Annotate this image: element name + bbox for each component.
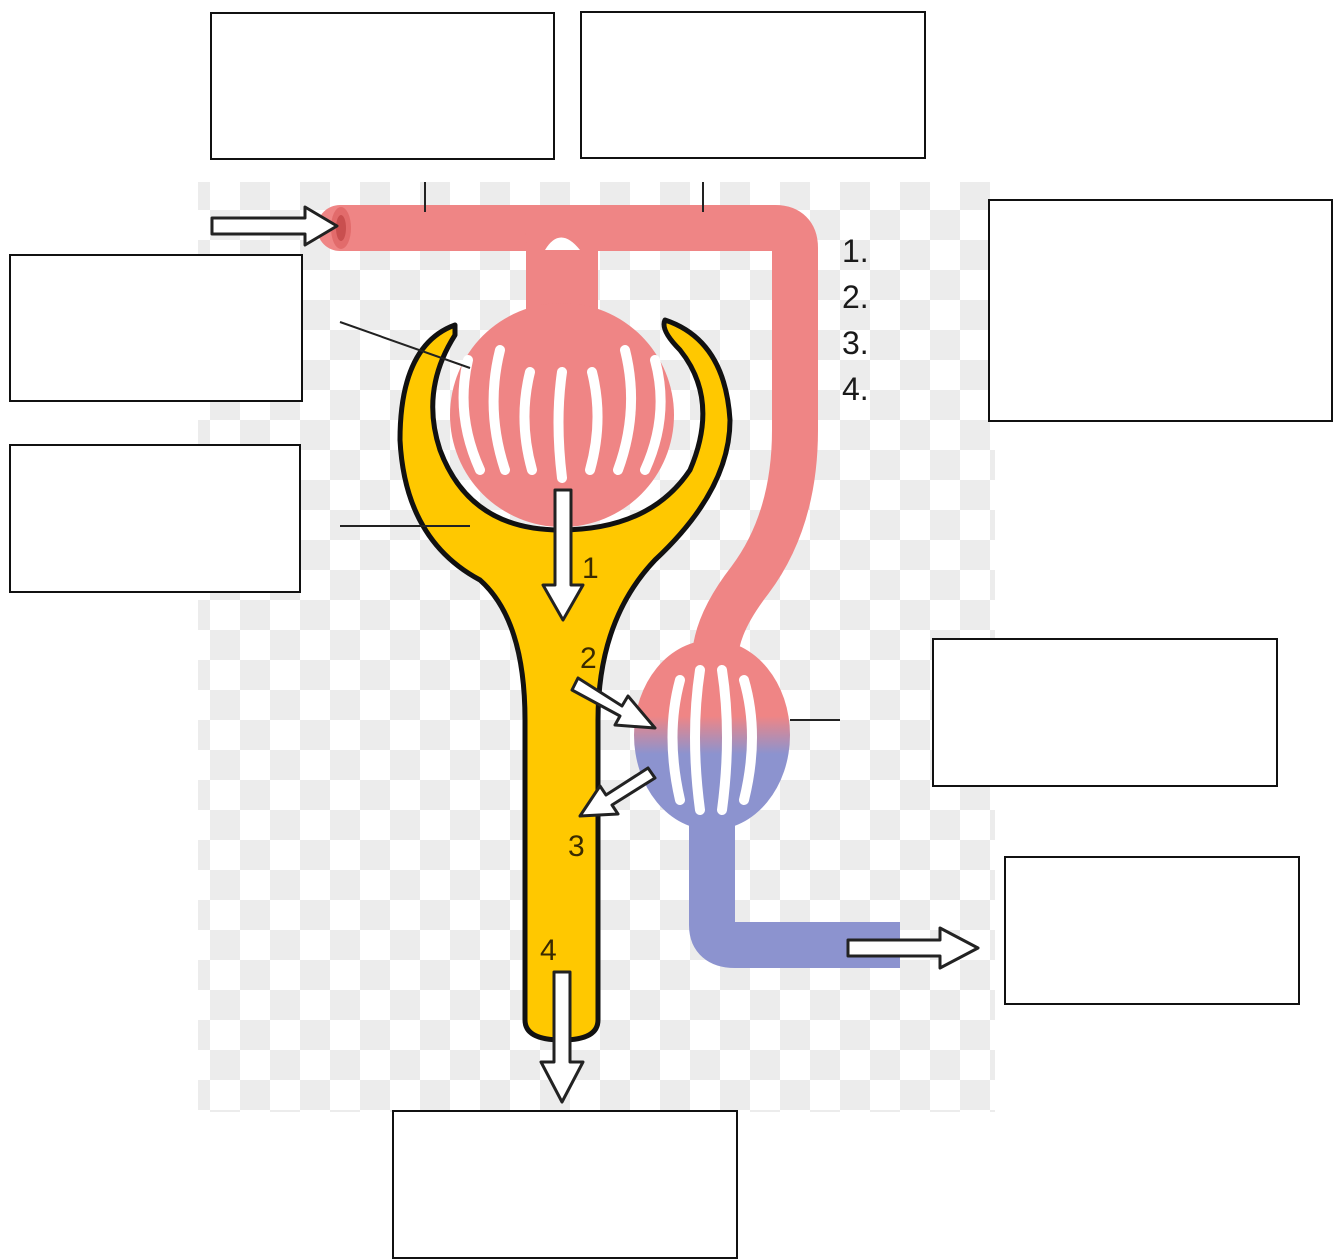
answer-box-top-right[interactable] — [580, 11, 926, 159]
step-marker-1: 1 — [582, 552, 599, 585]
capillary — [634, 640, 790, 830]
list-number-2: 2. — [842, 279, 869, 315]
answer-box-top-left[interactable] — [210, 12, 555, 160]
answer-box-bottom[interactable] — [392, 1110, 738, 1259]
step-marker-4: 4 — [540, 934, 557, 967]
list-number-1: 1. — [842, 233, 869, 269]
answer-box-left-lower[interactable] — [9, 444, 301, 593]
answer-box-right-list[interactable] — [988, 199, 1333, 422]
step-marker-3: 3 — [568, 830, 585, 863]
answer-box-left-upper[interactable] — [9, 254, 303, 402]
list-number-3: 3. — [842, 325, 869, 361]
list-number-4: 4. — [842, 371, 869, 407]
step-marker-2: 2 — [580, 642, 597, 675]
answer-box-right-lower[interactable] — [1004, 856, 1300, 1005]
answer-box-right-middle[interactable] — [932, 638, 1278, 787]
